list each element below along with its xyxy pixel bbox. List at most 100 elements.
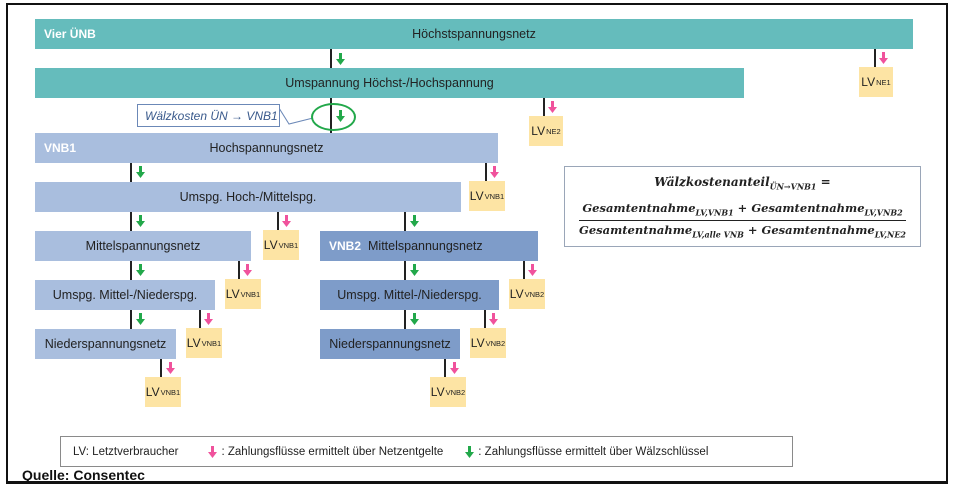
callout-text: Wälzkosten ÜN → VNB1 (145, 108, 278, 123)
lv-sub: VNB1 (240, 289, 261, 299)
pink-arrow-icon (548, 101, 557, 113)
legend-label: LV: Letztverbraucher (73, 445, 179, 458)
connector-line (199, 310, 201, 328)
connector-line (404, 212, 406, 231)
formula-fraction: GesamtentnahmeLV,VNB1 + GesamtentnahmeLV… (579, 201, 906, 239)
callout-pointer (279, 107, 314, 125)
pink-arrow-icon (528, 264, 537, 276)
connector-line (485, 163, 487, 181)
legend-item-lv: LV: Letztverbraucher (73, 446, 178, 458)
green-arrow-icon (410, 313, 419, 325)
formula-numerator: GesamtentnahmeLV,VNB1 + GesamtentnahmeLV… (579, 201, 906, 221)
legend-item-waelzschluessel: : Zahlungsflüsse ermittelt über Wälzschl… (465, 445, 708, 458)
bar-vnb2-niederspannungsnetz: Niederspannungsnetz (320, 329, 460, 359)
lv-sub: VNB2 (485, 338, 506, 348)
green-arrow-icon (136, 215, 145, 227)
lv-prefix: LV (263, 238, 278, 252)
connector-line (130, 261, 132, 280)
formula-plus: + (733, 201, 752, 216)
green-arrow-icon (136, 313, 145, 325)
connector-line (330, 49, 332, 68)
formula-title: WälzkostenanteilÜN→VNB1 = (565, 175, 920, 191)
pink-arrow-icon (243, 264, 252, 276)
bar-label: Niederspannungsnetz (329, 337, 451, 351)
bar-vnb1-hochspannungsnetz: VNB1 Hochspannungsnetz (35, 133, 498, 163)
bar-label: Mittelspannungsnetz (368, 239, 483, 253)
pink-arrow-icon (450, 362, 459, 374)
lv-prefix: LV (470, 336, 485, 350)
pink-arrow-icon (166, 362, 175, 374)
tso-tag: Vier ÜNB (44, 27, 96, 41)
green-arrow-icon (410, 215, 419, 227)
pink-arrow-icon (489, 313, 498, 325)
formula-denominator: GesamtentnahmeLV,alle VNB + Gesamtentnah… (579, 221, 906, 239)
connector-line (238, 261, 240, 279)
lv-prefix: LV (225, 287, 240, 301)
green-arrow-icon (410, 264, 419, 276)
connector-line (160, 359, 162, 377)
pink-arrow-icon (204, 313, 213, 325)
pink-arrow-icon (879, 52, 888, 64)
formula-term: Wälzkostenanteil (654, 175, 770, 189)
lv-sub: VNB1 (484, 191, 505, 201)
lv-prefix: LV (509, 287, 524, 301)
formula-equals: = (816, 175, 831, 189)
formula-sub: LV,VNB2 (864, 207, 903, 218)
lv-prefix: LV (469, 189, 484, 203)
connector-line (444, 359, 446, 377)
connector-line (523, 261, 525, 279)
lv-sub: NE1 (876, 77, 891, 87)
bar-vnb1-mittelspannungsnetz: Mittelspannungsnetz (35, 231, 251, 261)
highlight-ellipse (311, 103, 356, 131)
green-arrow-icon (136, 264, 145, 276)
formula-term: Gesamtentnahme (751, 201, 865, 216)
green-arrow-icon (465, 445, 475, 458)
pink-arrow-icon (490, 166, 499, 178)
lv-sub: VNB1 (160, 387, 181, 397)
bar-vnb2-mittelspannungsnetz: VNB2 Mittelspannungsnetz (320, 231, 538, 261)
connector-line (277, 212, 279, 230)
formula-sub: ÜN→VNB1 (769, 181, 817, 192)
bar-label: Mittelspannungsnetz (85, 239, 201, 253)
bar-label: Hochspannungsnetz (209, 141, 324, 155)
lv-prefix: LV (145, 385, 160, 399)
connector-line (130, 163, 132, 182)
bar-vnb1-umspg-mittel-nieder: Umspg. Mittel-/Niederspg. (35, 280, 215, 310)
connector-line (404, 261, 406, 280)
formula-term: Gesamtentnahme (761, 222, 875, 237)
formula-term: Gesamtentnahme (582, 201, 696, 216)
legend-label: : Zahlungsflüsse ermittelt über Netzentg… (221, 445, 444, 458)
vnb2-tag: VNB2 (329, 239, 362, 253)
lv-sub: VNB1 (278, 240, 299, 250)
bar-label: Umspg. Mittel-/Niederspg. (52, 288, 198, 302)
bar-label: Umspg. Hoch-/Mittelspg. (179, 190, 317, 204)
lv-prefix: LV (861, 75, 876, 89)
waelzkosten-callout: Wälzkosten ÜN → VNB1 (137, 104, 280, 127)
lv-sub: VNB1 (201, 338, 222, 348)
pink-arrow-icon (208, 445, 218, 458)
formula-term: Gesamtentnahme (579, 222, 693, 237)
bar-label: Umspg. Mittel-/Niederspg. (337, 288, 482, 302)
formula-sub: LV,alle VNB (692, 228, 744, 239)
connector-line (874, 49, 876, 67)
bar-label: Niederspannungsnetz (44, 337, 167, 351)
connector-line (543, 98, 545, 116)
bar-label: Umspannung Höchst-/Hochspannung (285, 76, 494, 90)
lv-prefix: LV (430, 385, 445, 399)
connector-line (130, 212, 132, 231)
bar-umspannung-hoechst-hoch: Umspannung Höchst-/Hochspannung (35, 68, 744, 98)
green-arrow-icon (336, 53, 345, 65)
lv-sub: VNB2 (445, 387, 466, 397)
formula-sub: LV,VNB1 (695, 207, 734, 218)
bar-vnb2-umspg-mittel-nieder: Umspg. Mittel-/Niederspg. (320, 280, 499, 310)
connector-line (404, 310, 406, 329)
